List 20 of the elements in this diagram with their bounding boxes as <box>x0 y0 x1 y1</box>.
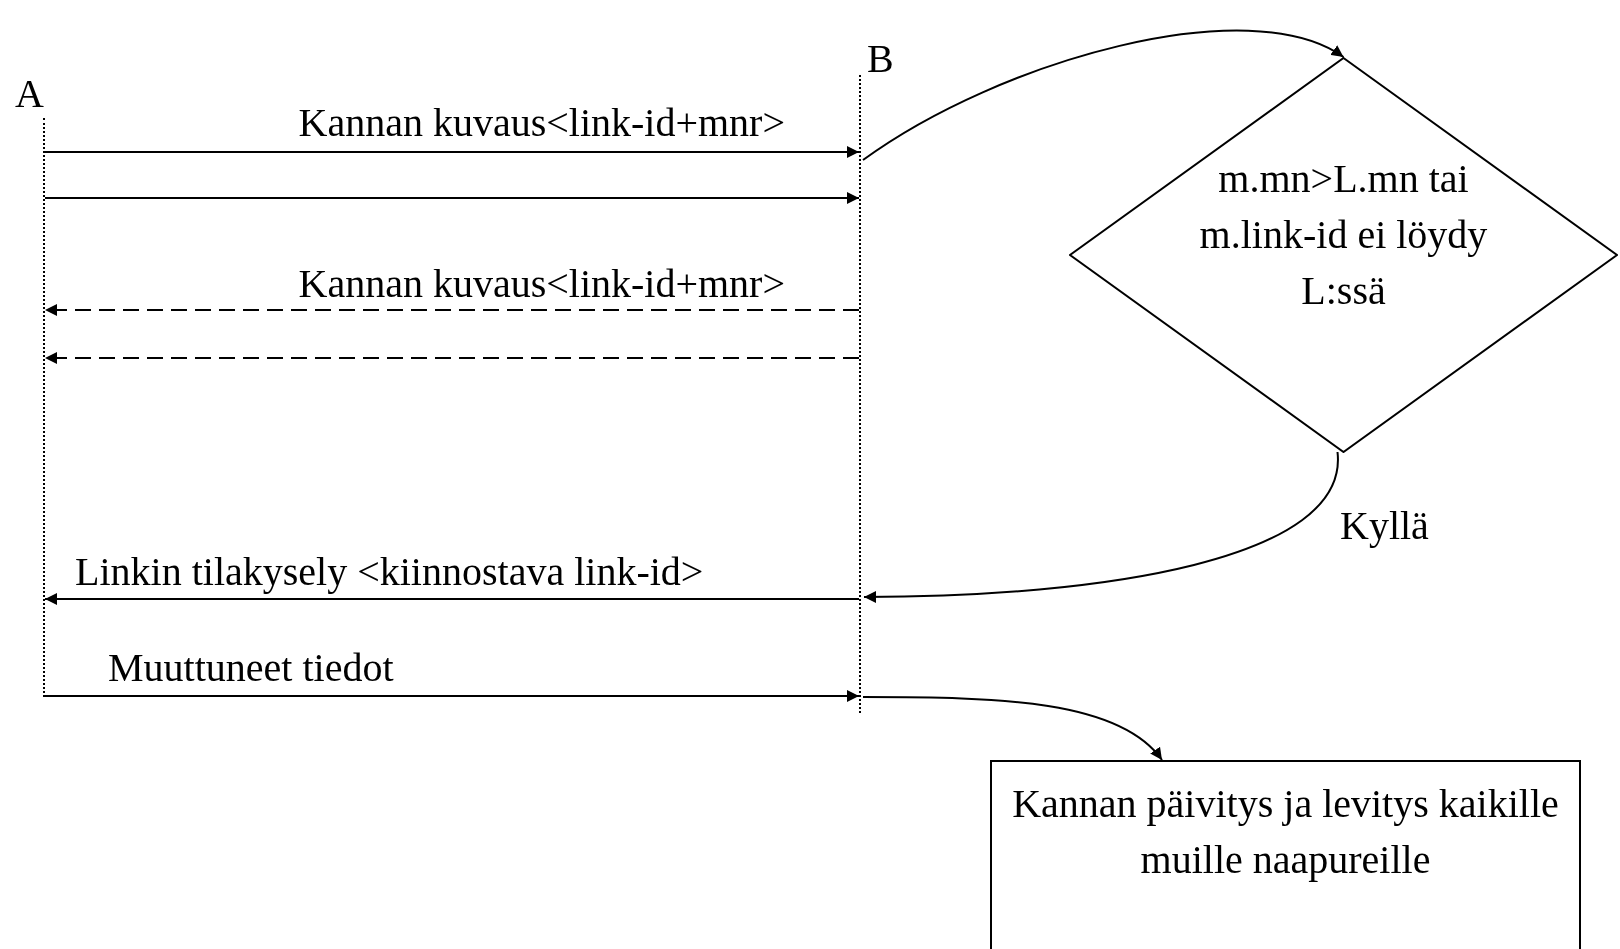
process-box <box>990 760 1581 949</box>
decision-diamond <box>1069 57 1618 453</box>
curved-arrow <box>862 29 1345 161</box>
message-arrow <box>44 690 860 702</box>
message-label: Kannan kuvaus<link-id+mnr> <box>298 264 785 304</box>
message-arrow <box>44 192 860 204</box>
message-arrow <box>44 593 860 605</box>
edge-label: Kyllä <box>1340 506 1429 546</box>
message-label: Linkin tilakysely <kiinnostava link-id> <box>75 552 704 592</box>
curved-arrow <box>862 696 1163 761</box>
message-arrow <box>44 304 860 316</box>
curved-arrow <box>863 451 1339 603</box>
message-arrow <box>44 146 860 158</box>
message-arrow <box>44 352 860 364</box>
message-label: Kannan kuvaus<link-id+mnr> <box>298 103 785 143</box>
message-label: Muuttuneet tiedot <box>108 648 394 688</box>
lifeline-label: B <box>867 39 894 79</box>
process-text: Kannan päivitys ja levitys kaikille muille naapureille <box>1011 780 1560 884</box>
lifeline-label: A <box>15 74 44 114</box>
condition-text: m.mn>L.mn tai m.link-id ei löydy L:ssä <box>1198 155 1489 315</box>
